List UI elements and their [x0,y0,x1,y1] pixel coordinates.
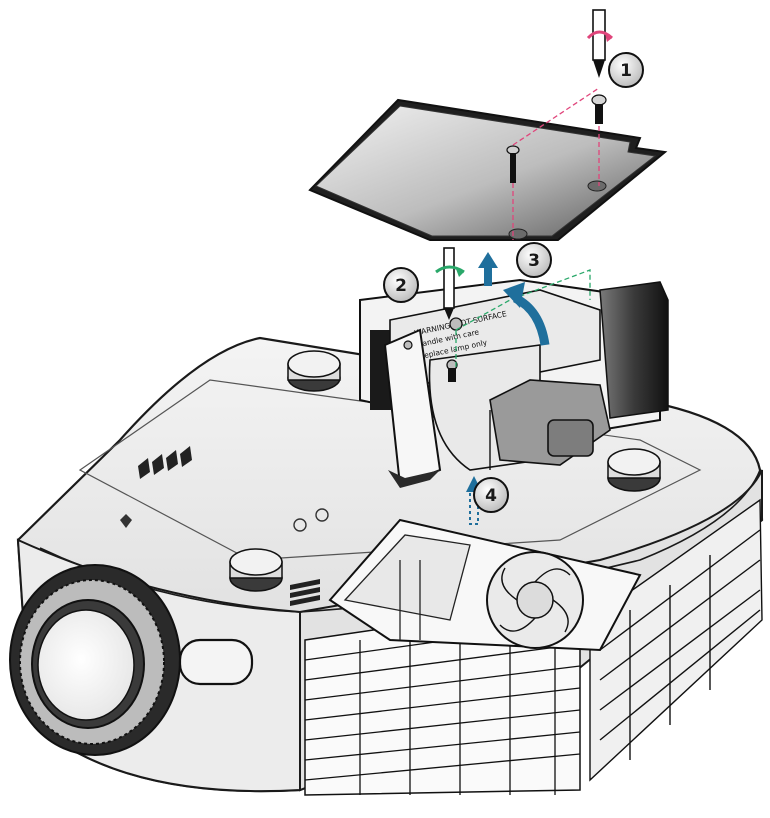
top-vent-slots [138,446,192,479]
step-callout-3: 3 [516,242,552,278]
step-number-2: 2 [395,276,407,296]
adjuster-foot-right [607,448,661,492]
rotate-arrow-step1 [586,30,614,40]
screw-top [591,94,607,124]
lamp-path-step3 [455,269,591,370]
adjuster-foot-front [229,548,283,592]
lamp-compartment [328,518,642,652]
front-vent-grille [304,599,581,796]
lift-arrow-handle [503,282,550,346]
step-number-4: 4 [485,486,497,506]
step-callout-4: 4 [473,477,509,513]
lens-assembly [9,564,181,756]
step-callout-1: 1 [608,52,644,88]
lamp-cover[interactable] [308,98,668,241]
step-number-1: 1 [620,61,632,81]
screw-path-step1 [512,87,600,240]
lamp-module[interactable]: WARNING: HOT SURFACE Handle with care Re… [359,278,669,488]
screwdriver-top [592,9,606,78]
screwdriver-lamp [443,247,455,320]
adjuster-foot-left [287,350,341,392]
rotate-arrow-step2 [435,265,465,274]
lift-arrow-small [478,252,498,286]
step-number-3: 3 [528,251,540,271]
step-callout-2: 2 [383,267,419,303]
